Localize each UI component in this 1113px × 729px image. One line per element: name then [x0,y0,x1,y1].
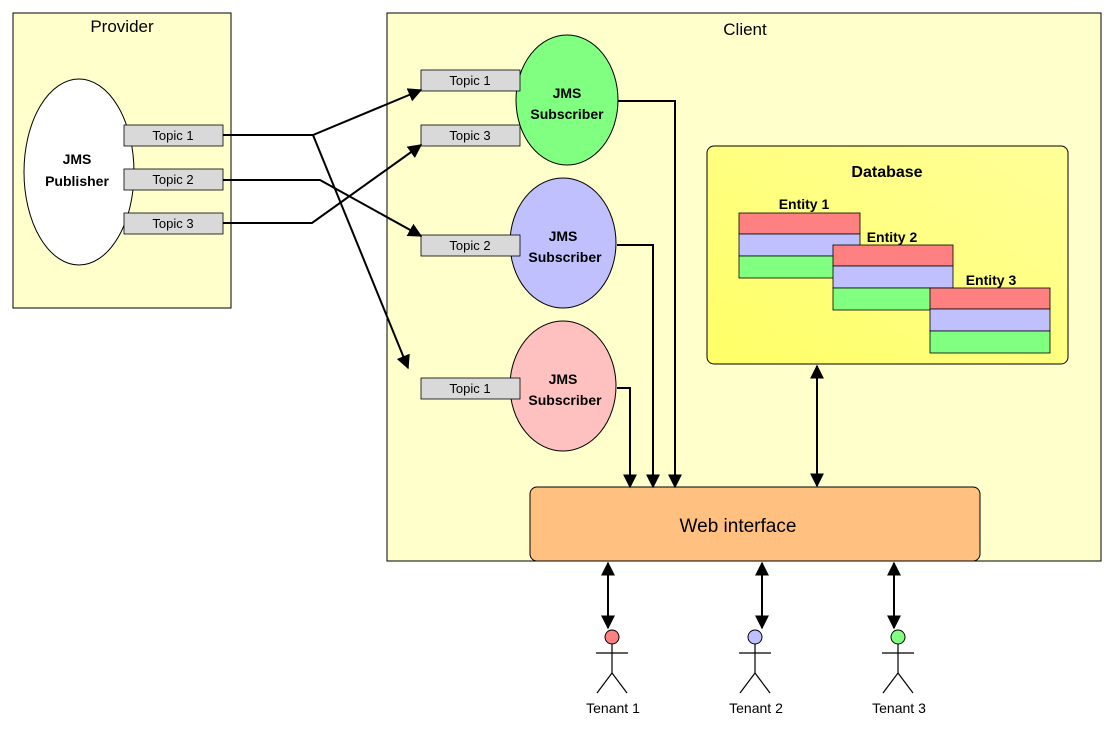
tenant-2: Tenant 2 [729,629,783,716]
tenant-2-label: Tenant 2 [729,700,783,716]
subscriber-2-line2: Subscriber [528,249,602,265]
subscriber-web-arrows [617,100,824,489]
svg-text:Topic 3: Topic 3 [449,128,490,143]
client-topic-2-sub2: Topic 2 [420,234,521,257]
arrow-topic3-to-sub1 [223,144,423,224]
tenant-2-body [739,644,771,694]
tenant-1-body [596,644,628,694]
arrow-topic2-to-sub2 [223,179,423,237]
tenant-arrows [601,561,901,630]
web-interface-label: Web interface [680,516,797,537]
svg-text:Topic 3: Topic 3 [152,216,193,231]
svg-text:Topic 2: Topic 2 [449,238,490,253]
publisher-line1: JMS [63,151,92,167]
subscriber-3-line1: JMS [549,371,578,387]
provider-topic-1: Topic 1 [123,124,224,147]
entity-1-table: Entity 1 [738,196,861,279]
provider-title: Provider [90,17,154,36]
web-interface-box: Web interface [529,486,981,562]
client-title: Client [723,20,767,39]
jms-publisher: JMS Publisher [23,78,135,266]
subscriber-3-line2: Subscriber [528,392,602,408]
tenant-2-head [747,629,763,645]
svg-text:Topic 1: Topic 1 [152,128,193,143]
arrow-sub3-to-web [617,387,637,489]
subscriber-2-line1: JMS [549,228,578,244]
subscriber-1-line2: Subscriber [530,106,604,122]
jms-subscriber-1: JMS Subscriber [515,34,619,166]
tenant-3-head [890,629,906,645]
svg-text:Topic 1: Topic 1 [449,381,490,396]
jms-subscriber-3: JMS Subscriber [509,320,617,452]
svg-text:Topic 2: Topic 2 [152,172,193,187]
tenant-1-head [604,629,620,645]
arrow-sub1-to-web [618,100,682,489]
arrow-sub2-to-web [617,244,660,489]
arrow-topic1-to-sub3 [312,134,410,370]
client-topic-3-sub1: Topic 3 [420,124,521,147]
jms-subscriber-2: JMS Subscriber [509,177,617,309]
provider-topic-2: Topic 2 [123,168,224,191]
tenant-3: Tenant 3 [872,629,926,716]
database-title: Database [851,164,922,181]
tenant-1-label: Tenant 1 [586,700,640,716]
publisher-line2: Publisher [45,173,109,189]
entity-1-label: Entity 1 [779,196,830,212]
svg-text:Topic 1: Topic 1 [449,73,490,88]
tenant-1: Tenant 1 [586,629,640,716]
provider-topic-3: Topic 3 [123,212,224,235]
entity-2-label: Entity 2 [867,229,918,245]
entity-2-table: Entity 2 [832,229,954,311]
client-topic-1-sub3: Topic 1 [420,377,521,400]
entity-3-label: Entity 3 [966,272,1017,288]
entity-3-table: Entity 3 [929,272,1051,354]
tenant-3-body [882,644,914,694]
client-topic-1-sub1: Topic 1 [420,69,521,92]
subscriber-1-line1: JMS [553,85,582,101]
tenant-3-label: Tenant 3 [872,700,926,716]
topic-routing-arrows [223,88,423,370]
